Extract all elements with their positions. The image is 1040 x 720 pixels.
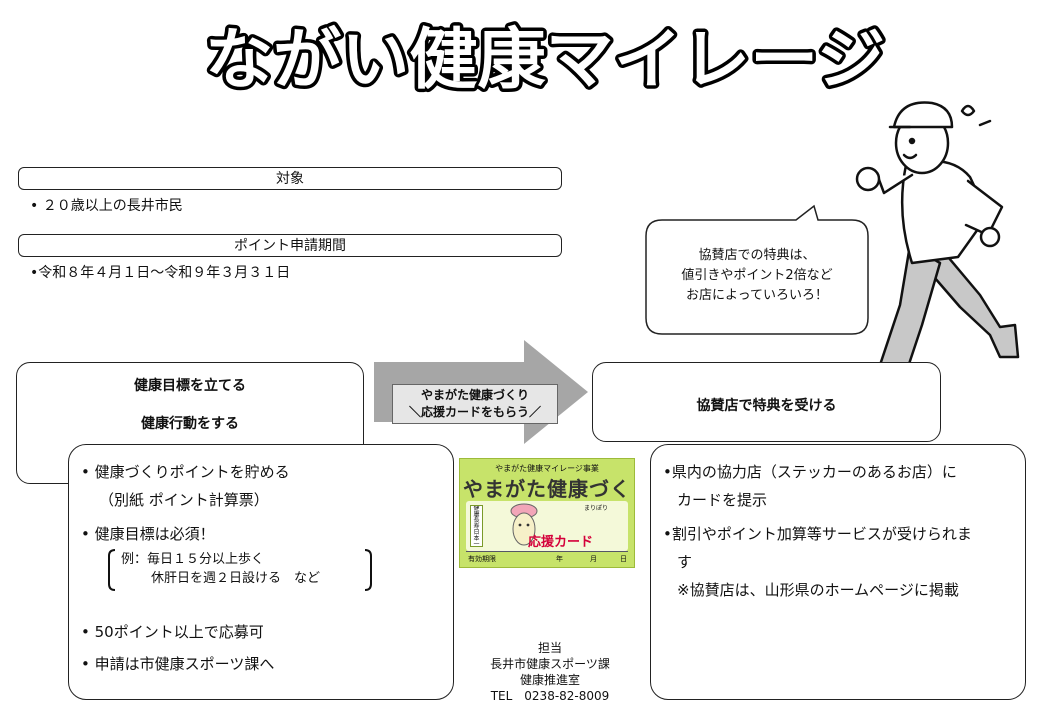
list-item: • 申請は市健康スポーツ課へ (81, 655, 275, 673)
goal-title: 健康目標を立てる (134, 378, 246, 394)
item-text: 県内の協力店（ステッカーのあるお店）に (671, 463, 957, 481)
list-item-note: （別紙 ポイント計算票） (99, 491, 269, 509)
arrow-label: やまがた健康づくり ＼応援カードをもらう／ (392, 384, 558, 424)
card-inner: 健康長寿日本一 まりぽり (466, 501, 628, 551)
contact-info: 担当 長井市健康スポーツ課 健康推進室 TEL 0238-82-8009 (470, 640, 630, 704)
list-item: •県内の協力店（ステッカーのあるお店）に (663, 463, 957, 481)
list-item: •割引やポイント加算等サービスが受けられま (663, 525, 972, 543)
card-valid-label: 有効期限 (468, 555, 496, 563)
example-line: 例：毎日１５分以上歩く (121, 552, 265, 567)
card-subtitle: やまがた健康マイレージ事業 (495, 464, 599, 473)
contact-line: 担当 (537, 641, 562, 655)
card-mascot-name: まりぽり (584, 505, 609, 512)
card-day-label: 日 (620, 555, 627, 563)
target-text: ２０歳以上の長井市民 (42, 198, 183, 214)
target-bullet: • ２０歳以上の長井市民 (30, 196, 183, 216)
left-list-panel: • 健康づくりポイントを貯める （別紙 ポイント計算票） • 健康目標は必須！ … (68, 444, 454, 700)
item-text: 割引やポイント加算等サービスが受けられま (671, 525, 972, 543)
item-text: 健康目標は必須！ (94, 525, 215, 543)
card-side-label: 健康長寿日本一 (470, 505, 483, 547)
arrow-label-line: ＼応援カードをもらう／ (408, 405, 541, 419)
card-month-label: 月 (590, 555, 597, 563)
action-title: 健康行動をする (141, 416, 239, 432)
contact-line: 長井市健康スポーツ課 (490, 657, 610, 671)
svg-text:ながい健康マイレージ: ながい健康マイレージ (205, 21, 885, 98)
card-tag: 応援カード (528, 535, 594, 550)
list-item: • 健康づくりポイントを貯める (81, 463, 290, 481)
item-text: 50ポイント以上で応募可 (94, 623, 264, 641)
right-list-panel: •県内の協力店（ステッカーのあるお店）に カードを提示 •割引やポイント加算等サ… (650, 444, 1026, 700)
period-header: ポイント申請期間 (18, 234, 562, 257)
card-footer: 有効期限 年 月 日 (466, 551, 628, 563)
running-person-illustration (840, 95, 1030, 405)
speech-bubble: 協賛店での特典は、 値引きやポイント2倍など お店によっていろいろ！ (645, 204, 869, 335)
arrow-label-line: やまがた健康づくり (420, 388, 529, 402)
list-item-cont: す (677, 553, 693, 571)
example-bracket: 例：毎日１５分以上歩く 休肝日を週２日設ける など (107, 548, 373, 592)
target-header: 対象 (18, 167, 562, 190)
period-bullet: •令和８年４月１日～令和９年３月３１日 (30, 263, 290, 283)
benefit-panel: 協賛店で特典を受ける (592, 362, 941, 442)
list-item: • 健康目標は必須！ (81, 525, 215, 543)
bubble-line: 協賛店での特典は、 (698, 248, 816, 263)
support-card-image: やまがた健康マイレージ事業 やまがた健康づくり 健康長寿日本一 まりぽり 応援カ… (459, 458, 635, 568)
contact-phone: TEL 0238-82-8009 (490, 689, 610, 703)
page-title: ながい健康マイレージ (195, 12, 895, 101)
contact-line: 健康推進室 (519, 673, 580, 687)
card-year-label: 年 (556, 555, 563, 563)
bullet-dot: • (30, 198, 43, 214)
period-text: 令和８年４月１日～令和９年３月３１日 (38, 265, 291, 281)
benefit-title: 協賛店で特典を受ける (696, 398, 837, 414)
bubble-line: 値引きやポイント2倍など (681, 268, 833, 283)
bubble-line: お店によっていろいろ！ (686, 288, 828, 303)
runner-icon (850, 101, 1020, 397)
example-line: 休肝日を週２日設ける など (151, 571, 321, 586)
mascot-icon (510, 503, 538, 546)
item-text: 健康づくりポイントを貯める (94, 463, 290, 481)
bullet-dot: • (30, 265, 39, 281)
list-item: • 50ポイント以上で応募可 (81, 623, 264, 641)
item-text: 申請は市健康スポーツ課へ (94, 655, 275, 673)
list-item-cont: カードを提示 (677, 491, 768, 509)
list-item-note: ※協賛店は、山形県のホームページに掲載 (677, 581, 959, 599)
